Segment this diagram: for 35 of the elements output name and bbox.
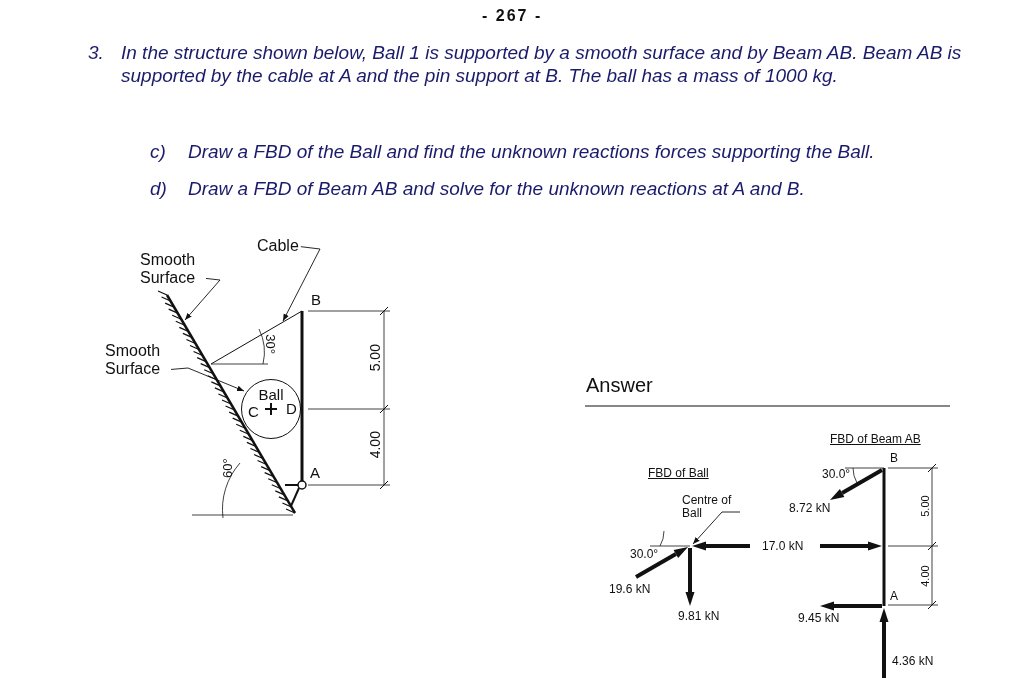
dimension-label: 4.00 xyxy=(367,431,384,459)
force-label: 9.45 kN xyxy=(798,612,840,626)
callout-text: Centre of Ball xyxy=(682,494,740,521)
question-number: 3. xyxy=(88,41,104,64)
angle-label: 30.0° xyxy=(630,548,659,562)
force-label: 19.6 kN xyxy=(609,583,651,597)
callout-text: Smooth Surface xyxy=(105,342,169,378)
point-label: A xyxy=(890,590,898,604)
point-label: D xyxy=(286,401,297,418)
point-label: B xyxy=(311,292,321,309)
part-text: Draw a FBD of the Ball and find the unknown reactions forces supporting the Ball. xyxy=(188,140,875,163)
callout-text: Smooth Surface xyxy=(140,251,204,287)
force-label: 17.0 kN xyxy=(762,540,804,554)
angle-label: 30.0° xyxy=(822,468,851,482)
ball-label: Ball xyxy=(258,387,284,404)
point-label: B xyxy=(890,452,898,466)
part-text: Draw a FBD of Beam AB and solve for the unknown reactions at A and B. xyxy=(188,177,805,200)
dimension-label: 5.00 xyxy=(918,495,931,517)
heading-text: FBD of Ball xyxy=(648,467,709,481)
part-letter: d) xyxy=(150,177,167,200)
dimension-label: 4.00 xyxy=(918,565,931,587)
heading-text: Answer xyxy=(586,374,653,396)
angle-label: 60° xyxy=(220,458,235,478)
heading-text: FBD of Beam AB xyxy=(830,433,921,447)
question-text: In the structure shown below, Ball 1 is supported by a smooth surface and by Beam AB. Beam AB is supported by the cable at A and the pin support at B. The ball has a mass of 1000 kg. xyxy=(121,41,963,87)
dimension-label: 5.00 xyxy=(367,344,384,372)
force-label: 8.72 kN xyxy=(789,502,831,516)
page-number: - 267 - xyxy=(482,7,543,25)
part-letter: c) xyxy=(150,140,166,163)
angle-label: 30° xyxy=(262,334,277,354)
callout-text: Cable xyxy=(257,237,299,255)
point-label: A xyxy=(310,465,320,482)
force-label: 4.36 kN xyxy=(892,655,934,669)
force-label: 9.81 kN xyxy=(678,610,720,624)
point-label: C xyxy=(248,404,259,421)
